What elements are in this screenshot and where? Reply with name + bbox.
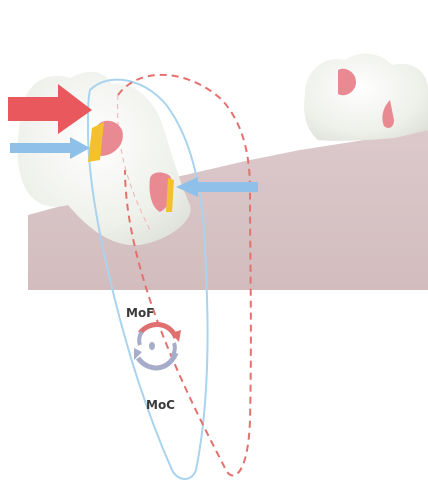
- mof-label: MoF: [126, 306, 154, 320]
- moc-label: MoC: [146, 398, 175, 412]
- tooth-right: [304, 54, 428, 141]
- rotation-cycle-icon: [134, 324, 181, 367]
